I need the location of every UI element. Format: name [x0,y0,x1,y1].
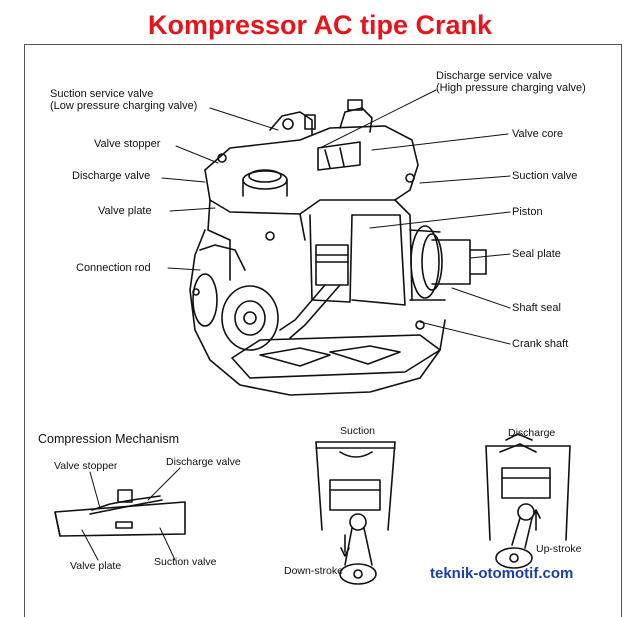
cm-label-discharge: Discharge [508,427,556,439]
label-discharge-service-valve-sub: (High pressure charging valve) [436,82,586,94]
label-suction-service-valve-sub: (Low pressure charging valve) [50,100,198,112]
compressor-body [189,99,487,396]
page-title: Kompressor AC tipe Crank [147,10,493,40]
label-valve-core: Valve core [512,128,564,140]
cm-label-valve-stopper: Valve stopper [54,460,118,472]
label-seal-plate: Seal plate [512,248,561,260]
valve-detail [54,467,186,561]
label-valve-stopper: Valve stopper [94,138,161,150]
label-suction-service-valve: Suction service valve [50,88,154,100]
label-discharge-service-valve: Discharge service valve [436,70,553,82]
cm-label-up-stroke: Up-stroke [536,543,582,555]
diagram-frame [24,44,622,617]
cm-label-discharge-valve: Discharge valve [166,456,241,468]
label-discharge-valve: Discharge valve [72,170,151,182]
leader-lines [161,89,511,345]
cm-label-suction-valve: Suction valve [154,556,217,568]
label-connection-rod: Connection rod [76,262,151,274]
suction-cylinder [315,441,396,585]
discharge-cylinder [485,433,571,569]
cm-label-down-stroke: Down-stroke [284,565,343,577]
website-label: teknik-otomotif.com [430,565,574,582]
cm-label-valve-plate: Valve plate [70,560,122,572]
label-valve-plate: Valve plate [98,205,152,217]
compression-heading: Compression Mechanism [38,432,180,446]
label-suction-valve: Suction valve [512,170,578,182]
cm-label-suction: Suction [340,425,376,437]
label-shaft-seal: Shaft seal [512,302,561,314]
label-crank-shaft: Crank shaft [512,338,569,350]
label-piston: Piston [512,206,543,218]
